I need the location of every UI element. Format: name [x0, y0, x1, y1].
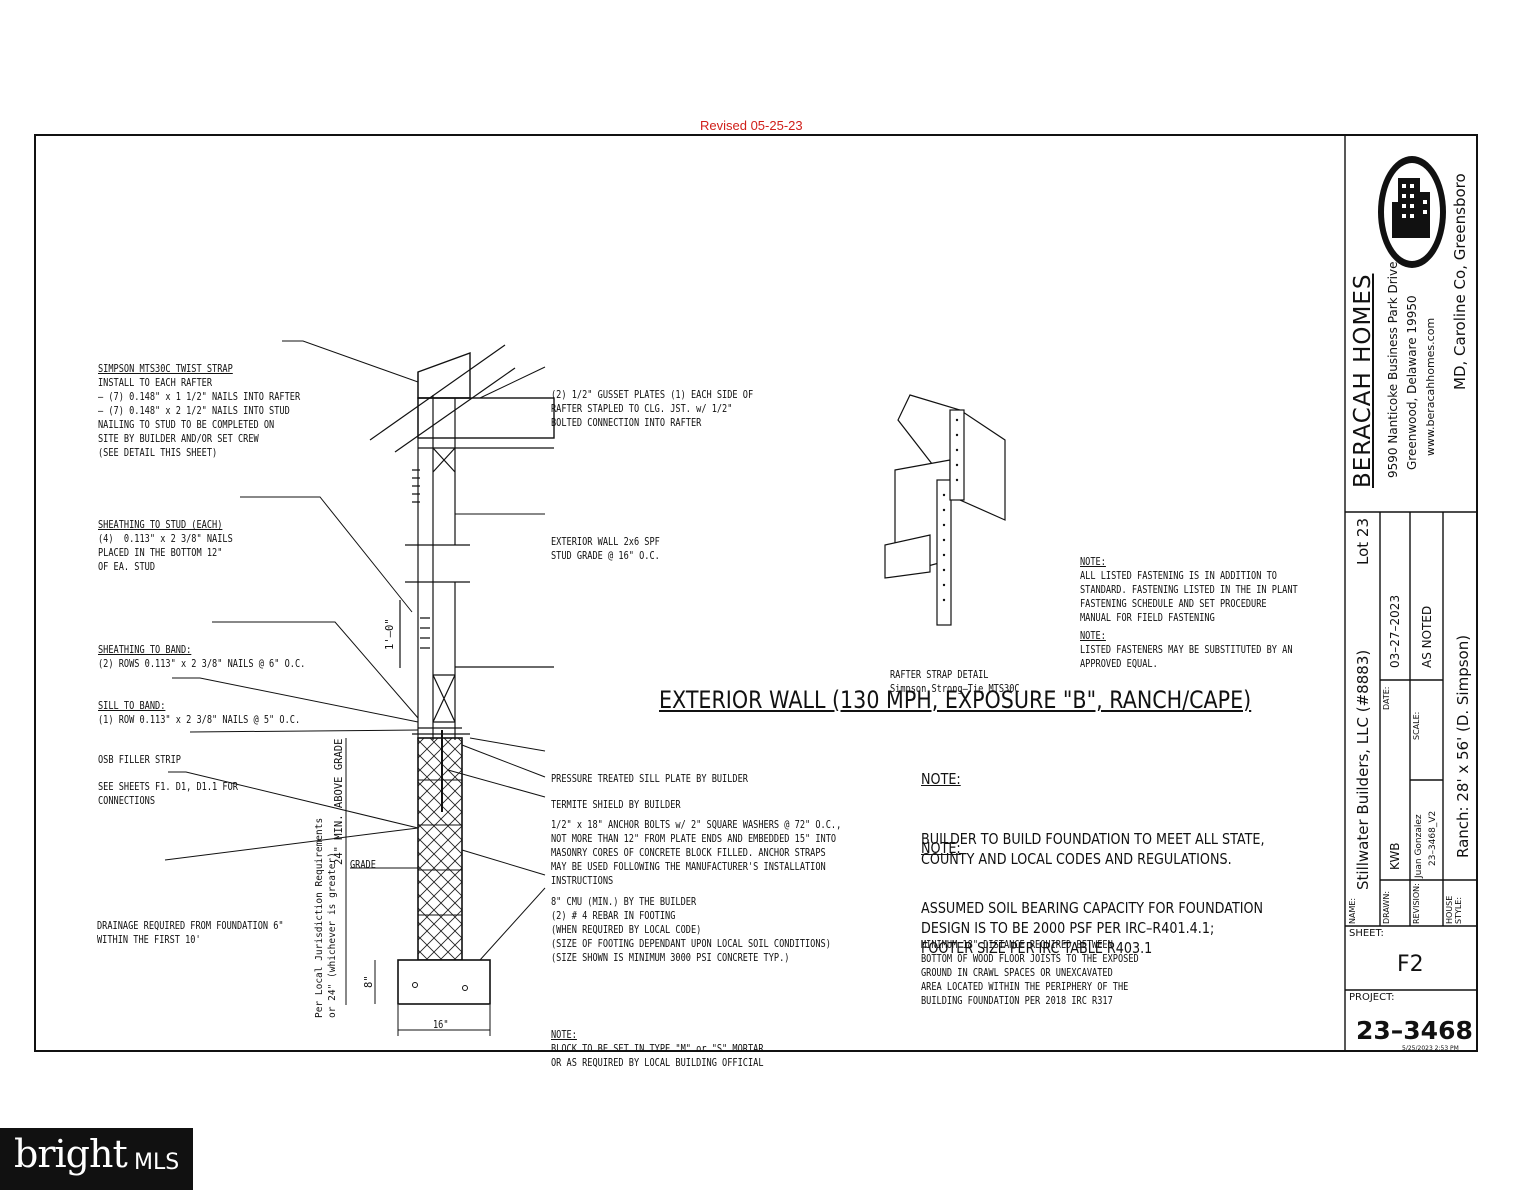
foundation-section: [345, 730, 491, 1036]
note-building-codes: NOTE: BUILDER TO BUILD FOUNDATION TO MEE…: [921, 770, 1265, 868]
project-label: PROJECT:: [1349, 992, 1395, 1003]
mls-logo-text: MLS: [134, 1150, 180, 1175]
beracah-logo: [1378, 156, 1446, 268]
callout-termite: TERMITE SHIELD BY BUILDER: [551, 799, 681, 811]
drawn-label: DRAWN:: [1382, 890, 1391, 924]
callout-osb-filler: OSB FILLER STRIP: [98, 754, 181, 766]
company-name: BERACAH HOMES: [1350, 273, 1376, 488]
note-soil-bearing: NOTE: ASSUMED SOIL BEARING CAPACITY FOR …: [921, 839, 1264, 957]
callout-pt-sill: PRESSURE TREATED SILL PLATE BY BUILDER: [551, 773, 748, 785]
drawn-by: KWB: [1388, 842, 1402, 870]
name-label: NAME:: [1348, 897, 1357, 924]
grade-label: GRADE: [350, 859, 376, 871]
company-address-1: 9590 Nanticoke Business Park Drive: [1386, 261, 1400, 478]
one-foot-dimension: 1'–0": [384, 618, 396, 650]
sixteen-inch-dimension: 16": [433, 1019, 449, 1031]
callout-cmu: 8" CMU (MIN.) BY THE BUILDER(2) # 4 REBA…: [551, 896, 831, 964]
fastening-note-1: NOTE:ALL LISTED FASTENING IS IN ADDITION…: [1080, 556, 1298, 624]
client-name: Stillwater Builders, LLC (#8883): [1354, 649, 1372, 890]
sheet-label: SHEET:: [1349, 928, 1384, 939]
company-website: www.beracahhomes.com: [1424, 317, 1437, 456]
fastening-note-2: NOTE:LISTED FASTENERS MAY BE SUBSTITUTED…: [1080, 630, 1293, 670]
revision-stamp: Revised 05-25-23: [700, 118, 803, 133]
callout-anchor-bolts: 1/2" x 18" ANCHOR BOLTS w/ 2" SQUARE WAS…: [551, 819, 842, 887]
project-location: MD, Caroline Co, Greensboro: [1451, 173, 1469, 390]
callout-sheathing-to-stud: SHEATHING TO STUD (EACH)(4) 0.113" x 2 3…: [98, 519, 233, 573]
project-number: 23–3468: [1356, 1016, 1473, 1045]
date-label: DATE:: [1382, 686, 1391, 710]
house-style: Ranch: 28' x 56' (D. Simpson): [1454, 634, 1472, 858]
scale-label: SCALE:: [1412, 711, 1421, 740]
drawing-date: 03–27–2023: [1388, 594, 1402, 668]
eight-inch-dimension: 8": [363, 975, 375, 988]
drawing-scale: AS NOTED: [1420, 605, 1434, 668]
sheet-number: F2: [1397, 952, 1424, 977]
bright-mls-watermark: bright MLS: [0, 1128, 193, 1190]
bright-logo-text: bright: [14, 1132, 128, 1176]
rafter-strap-detail: [884, 394, 1006, 626]
block-mortar-note: NOTE:BLOCK TO BE SET IN TYPE "M" or "S" …: [551, 1029, 764, 1069]
callout-drainage: DRAINAGE REQUIRED FROM FOUNDATION 6"WITH…: [97, 920, 284, 946]
callout-sheathing-to-band: SHEATHING TO BAND:(2) ROWS 0.113" x 2 3/…: [98, 644, 306, 670]
drawing-title: EXTERIOR WALL (130 MPH, EXPOSURE "B", RA…: [659, 686, 1252, 714]
revision-author: Juan Gonzalez: [1414, 814, 1424, 878]
revision-label: REVISION:: [1412, 883, 1421, 924]
leader-lines: [164, 340, 546, 961]
revision-file: 23–3468_V2: [1428, 810, 1438, 866]
lot-number: Lot 23: [1354, 517, 1372, 565]
callout-sill-to-band: SILL TO BAND:(1) ROW 0.113" x 2 3/8" NAI…: [98, 700, 301, 726]
title-block-lines: [1344, 135, 1477, 1051]
house-style-label: HOUSE STYLE:: [1445, 895, 1463, 924]
roof-framing: [369, 344, 555, 740]
plot-timestamp: 5/25/2023 2:53 PM: [1402, 1045, 1459, 1052]
company-address-2: Greenwood, Delaware 19950: [1405, 295, 1419, 470]
